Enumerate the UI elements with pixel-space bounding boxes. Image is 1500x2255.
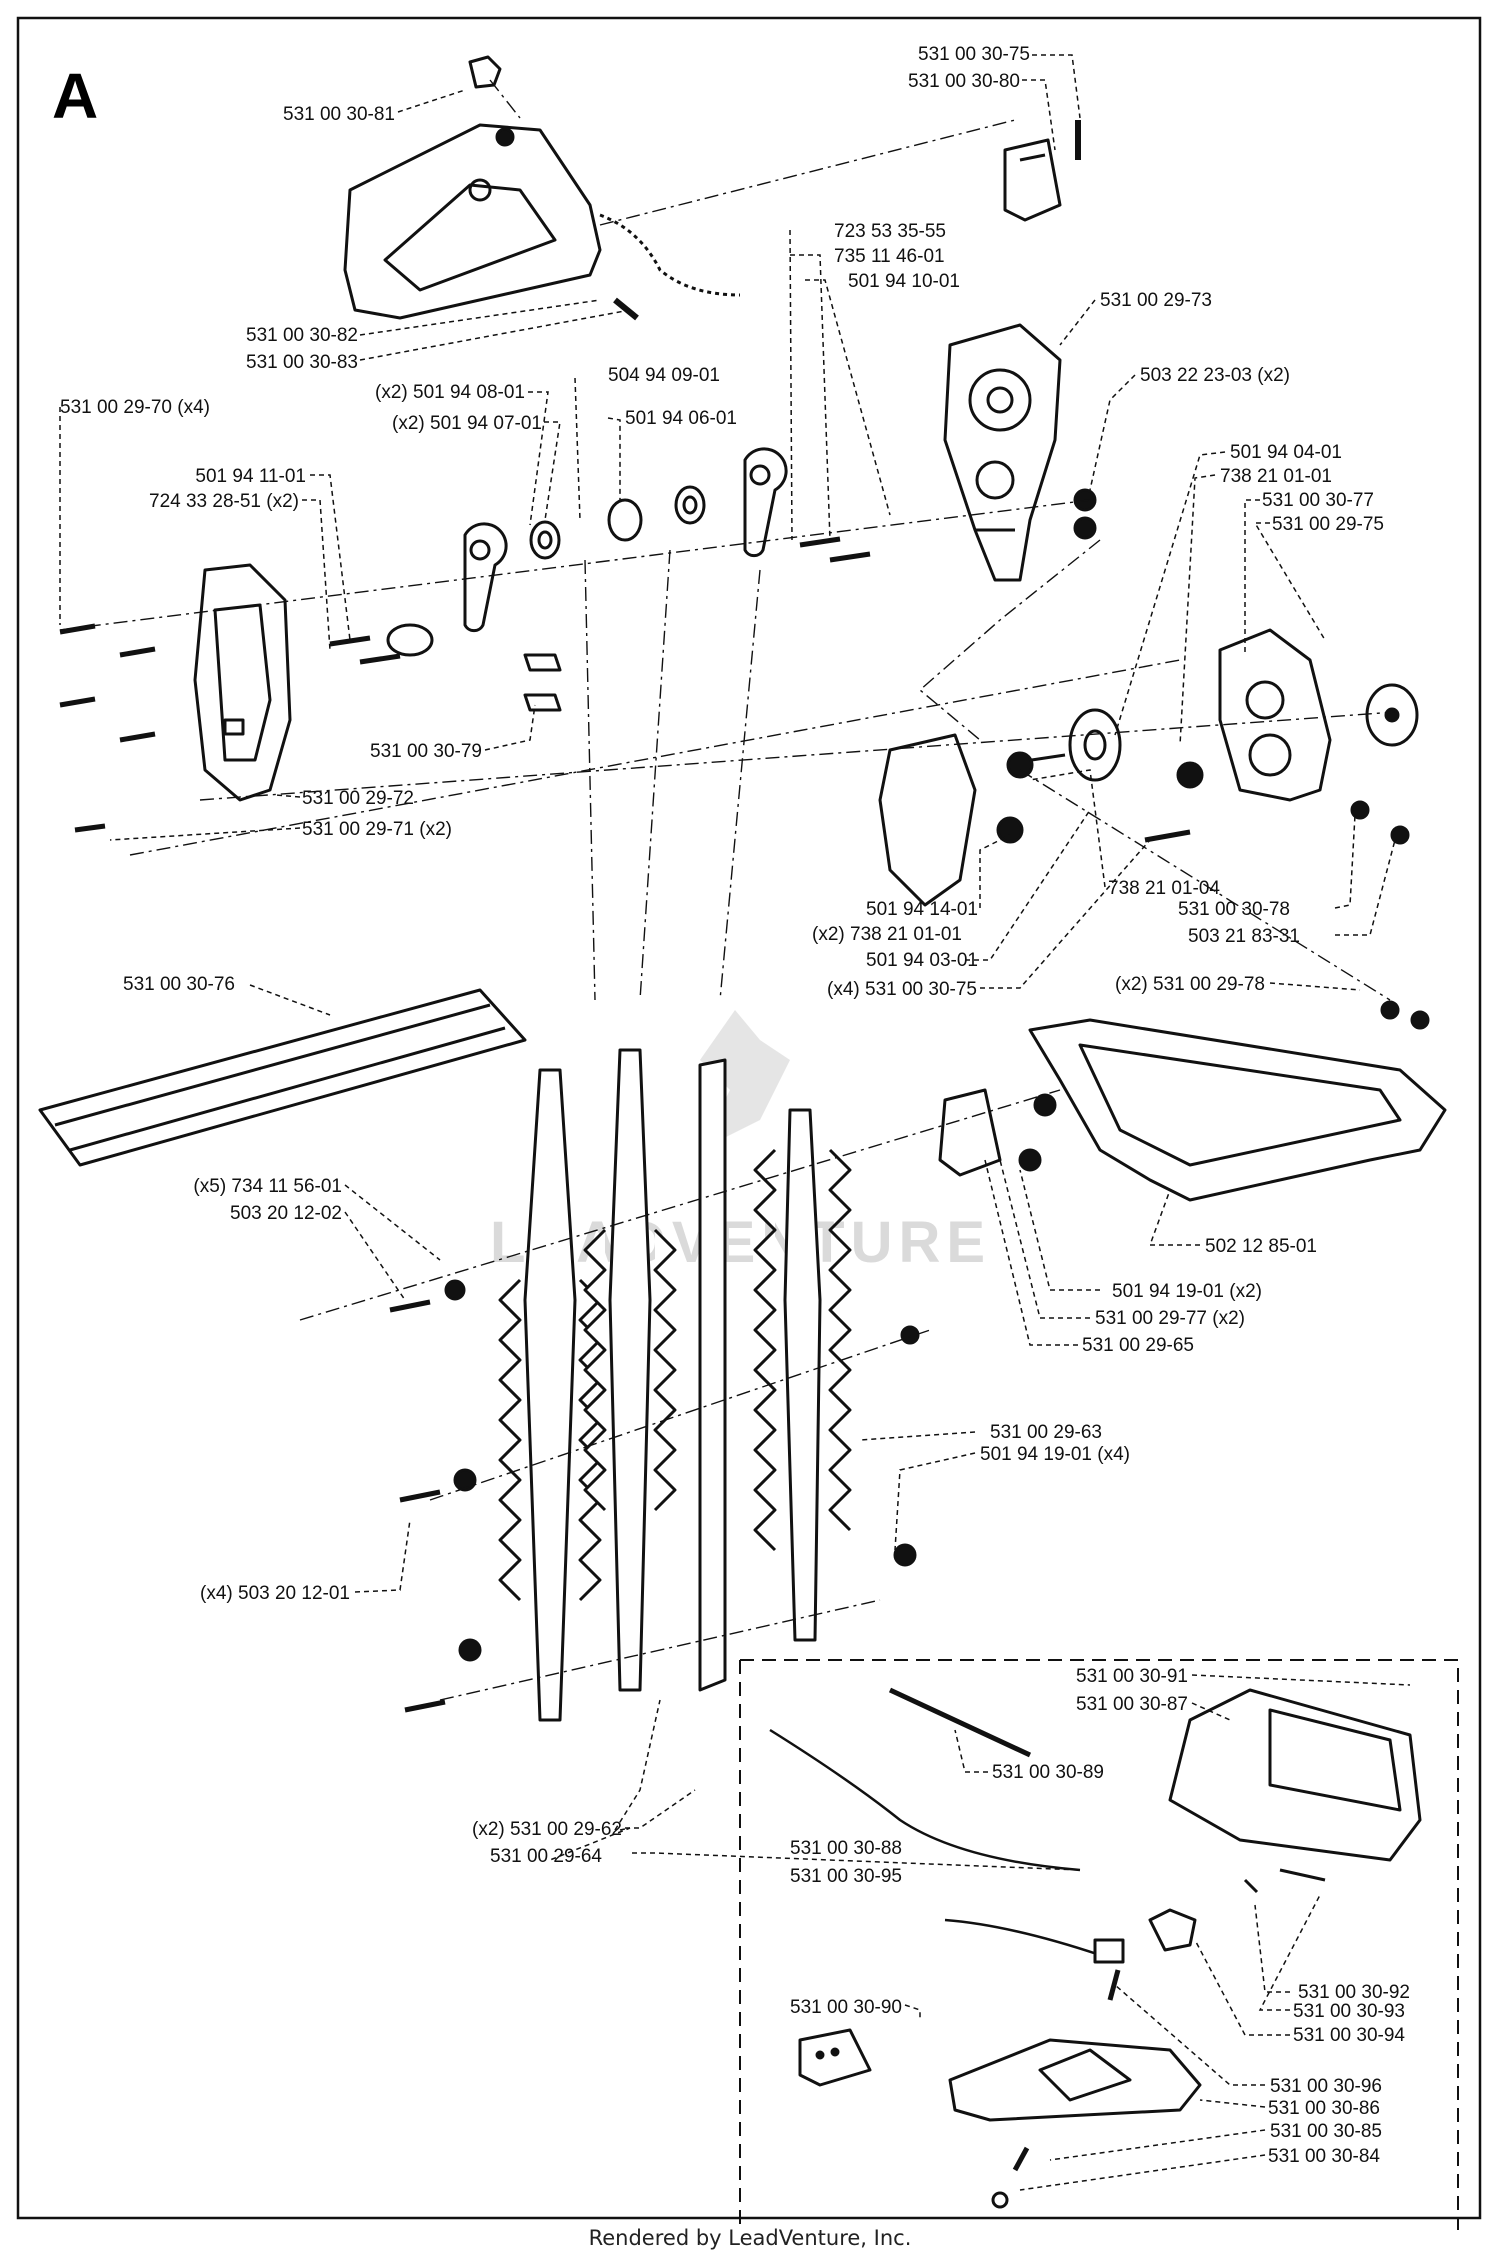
screw-parts — [59, 536, 1191, 1713]
bearing-parts — [444, 488, 1430, 1662]
part-label: 738 21 01-01 — [1220, 466, 1332, 487]
part-label: 501 94 03-01 — [866, 950, 978, 971]
part-label: 501 94 06-01 — [625, 408, 737, 429]
screw-part — [613, 297, 639, 321]
gear-part — [1024, 708, 1122, 782]
part-label: 531 00 30-91 — [1076, 1666, 1188, 1687]
part-label: 531 00 29-63 — [990, 1422, 1102, 1443]
left-cover-part — [193, 563, 292, 802]
part-label: 724 33 28-51 (x2) — [149, 491, 299, 512]
part-label: (x2) 501 94 07-01 — [392, 413, 542, 434]
part-label: (x2) 501 94 08-01 — [375, 382, 525, 403]
clamp-block-part — [938, 1088, 1002, 1177]
inset-parts — [769, 1687, 1422, 2209]
part-label: 503 20 12-02 — [230, 1203, 342, 1224]
part-label: 531 00 30-87 — [1076, 1694, 1188, 1715]
front-handle-part — [1028, 1018, 1447, 1202]
part-label: 501 94 10-01 — [848, 271, 960, 292]
clip-part — [523, 653, 562, 712]
part-label: 531 00 30-76 — [123, 974, 235, 995]
part-label: 531 00 30-75 — [918, 44, 1030, 65]
part-label: 503 21 83-31 — [1188, 926, 1300, 947]
part-label: 531 00 30-89 — [992, 1762, 1104, 1783]
part-label: (x2) 531 00 29-62 — [472, 1819, 622, 1840]
part-label: 531 00 29-75 — [1272, 514, 1384, 535]
crank-arm-part — [463, 447, 788, 633]
part-label: 531 00 30-95 — [790, 1866, 902, 1887]
part-label: 531 00 30-88 — [790, 1838, 902, 1859]
part-label: 503 22 23-03 (x2) — [1140, 365, 1290, 386]
part-label: 531 00 30-85 — [1270, 2121, 1382, 2142]
part-label: 501 94 04-01 — [1230, 442, 1342, 463]
part-label: 531 00 30-94 — [1293, 2025, 1405, 2046]
part-label: 738 21 01-04 — [1108, 878, 1220, 899]
footer-credit: Rendered by LeadVenture, Inc. — [589, 2226, 912, 2250]
part-label: 502 12 85-01 — [1205, 1236, 1317, 1257]
part-label: 531 00 30-77 — [1262, 490, 1374, 511]
part-label: 531 00 29-72 — [302, 788, 414, 809]
part-label: 531 00 29-64 — [490, 1846, 602, 1867]
diagram-border — [16, 16, 1482, 2220]
section-letter: A — [52, 60, 98, 132]
end-cap-part — [1365, 683, 1419, 747]
part-label: 531 00 29-71 (x2) — [302, 819, 452, 840]
callout-labels: 531 00 30-81 531 00 30-75 531 00 30-80 7… — [60, 44, 1410, 2167]
callout-leaders — [59, 54, 1411, 2191]
part-label: 531 00 30-90 — [790, 1997, 902, 2018]
part-label: 531 00 30-86 — [1268, 2098, 1380, 2119]
part-label: 531 00 30-80 — [908, 71, 1020, 92]
part-label: (x2) 738 21 01-01 — [812, 924, 962, 945]
part-label: 501 94 19-01 (x2) — [1112, 1281, 1262, 1302]
knob-part — [468, 55, 502, 89]
part-label: 531 00 30-93 — [1293, 2001, 1405, 2022]
gear-housing-part — [943, 323, 1062, 582]
inset-box — [739, 1659, 1459, 2230]
part-label: 735 11 46-01 — [834, 246, 945, 267]
part-label: (x4) 531 00 30-75 — [827, 979, 977, 1000]
part-label: 531 00 30-92 — [1298, 1982, 1410, 2003]
part-label: (x2) 531 00 29-78 — [1115, 974, 1265, 995]
rear-handle-part — [343, 123, 741, 320]
part-label: 531 00 30-78 — [1178, 899, 1290, 920]
part-label: 531 00 30-83 — [246, 352, 358, 373]
part-label: 504 94 09-01 — [608, 365, 720, 386]
part-label: 501 94 11-01 — [195, 466, 306, 487]
part-label: 723 53 35-55 — [834, 221, 946, 242]
part-label: 531 00 30-81 — [283, 104, 395, 125]
part-label: 531 00 29-70 (x4) — [60, 397, 210, 418]
switch-block-part — [1003, 120, 1081, 222]
gear-cover-part — [1218, 628, 1332, 802]
part-label: 531 00 30-84 — [1268, 2146, 1380, 2167]
cutter-blade-parts — [498, 1048, 852, 1722]
part-label: (x4) 503 20 12-01 — [200, 1583, 350, 1604]
part-label: 531 00 29-65 — [1082, 1335, 1194, 1356]
part-label: 531 00 29-77 (x2) — [1095, 1308, 1245, 1329]
part-label: 501 94 14-01 — [866, 899, 978, 920]
assembly-lines — [59, 79, 1396, 1701]
part-label: 531 00 30-96 — [1270, 2076, 1382, 2097]
part-label: (x5) 734 11 56-01 — [193, 1176, 342, 1197]
part-label: 501 94 19-01 (x4) — [980, 1444, 1130, 1465]
part-drawings — [38, 55, 1447, 2209]
guide-rail-part — [38, 988, 527, 1167]
part-label: 531 00 30-82 — [246, 325, 358, 346]
part-label: 531 00 30-79 — [370, 741, 482, 762]
bushing-part — [529, 485, 706, 560]
plate-part — [386, 623, 434, 657]
gasket-part — [878, 733, 977, 907]
part-label: 531 00 29-73 — [1100, 290, 1212, 311]
